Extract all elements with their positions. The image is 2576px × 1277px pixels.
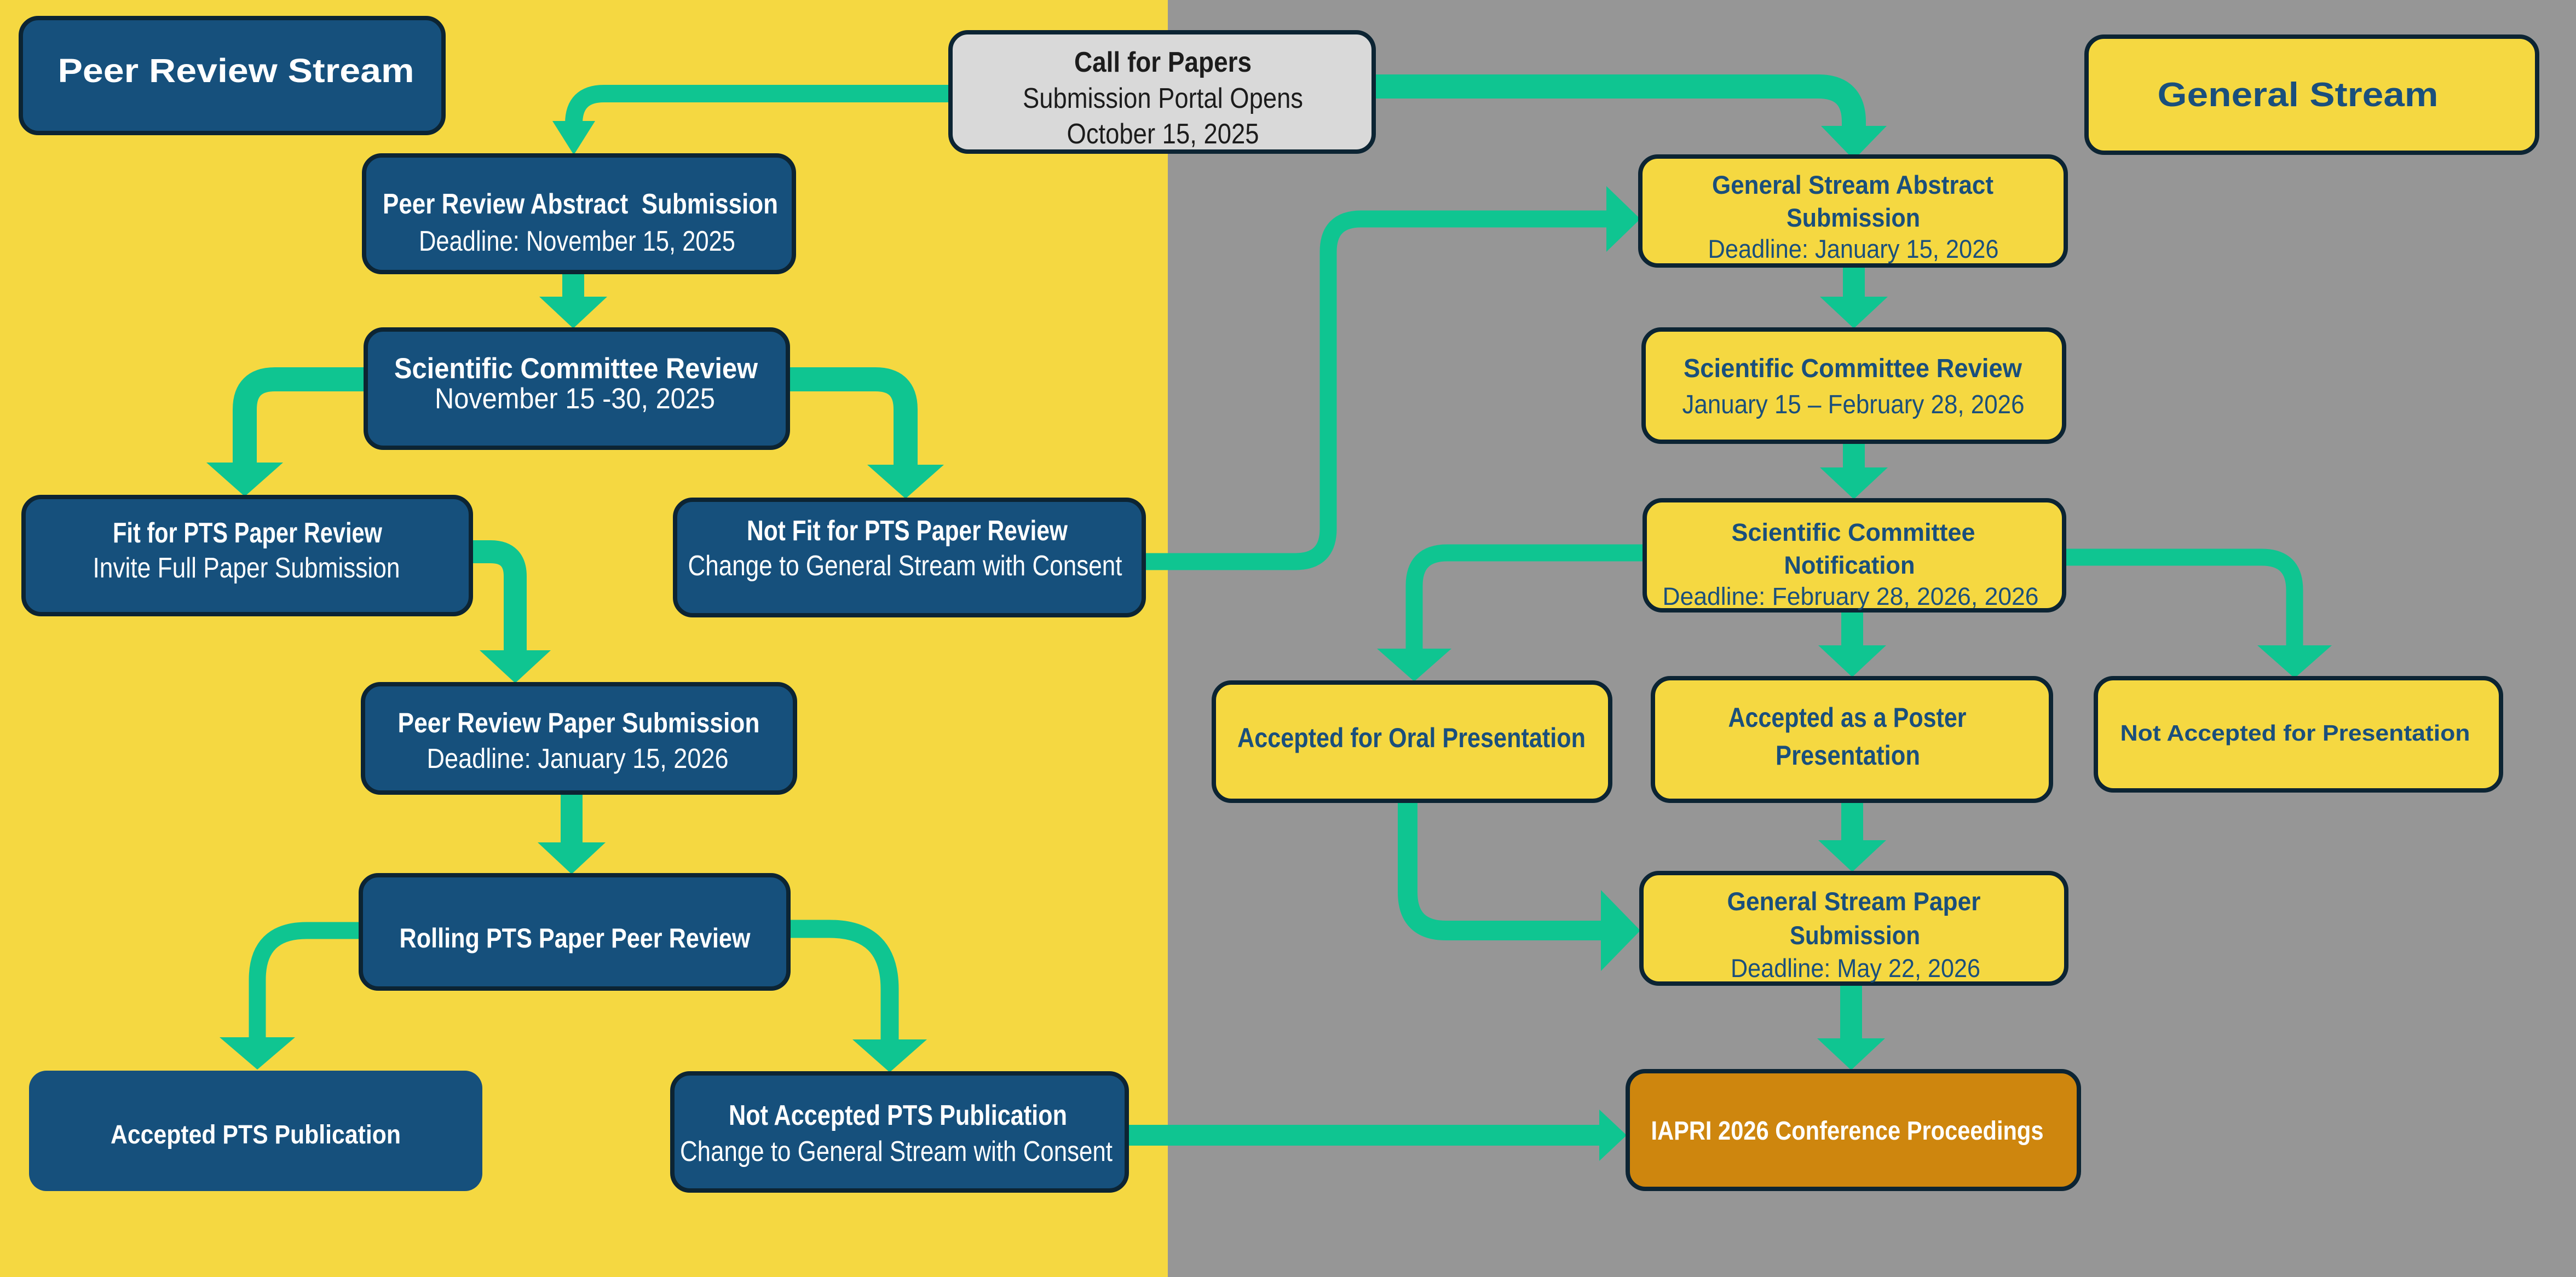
svg-text:Not Accepted for Presentation: Not Accepted for Presentation — [2120, 720, 2470, 746]
svg-text:Accepted PTS Publication: Accepted PTS Publication — [111, 1120, 401, 1149]
svg-text:Not Fit for PTS Paper Review: Not Fit for PTS Paper Review — [747, 515, 1068, 547]
svg-text:Rolling PTS Paper Peer Review: Rolling PTS Paper Peer Review — [400, 923, 751, 954]
svg-text:Notification: Notification — [1784, 551, 1915, 579]
svg-text:Submission: Submission — [1787, 203, 1920, 232]
svg-text:Scientific Committee Review: Scientific Committee Review — [394, 353, 758, 385]
svg-text:Deadline: May 22, 2026: Deadline: May 22, 2026 — [1731, 954, 1980, 983]
svg-text:Submission Portal Opens: Submission Portal Opens — [1023, 83, 1303, 114]
svg-text:General Stream: General Stream — [2158, 76, 2439, 114]
svg-text:Peer Review Abstract Submissi: Peer Review Abstract Submission — [383, 188, 778, 220]
svg-text:October 15, 2025: October 15, 2025 — [1067, 118, 1259, 150]
svg-text:Deadline: January 15, 2026: Deadline: January 15, 2026 — [1708, 234, 1999, 263]
svg-text:Call for Papers: Call for Papers — [1074, 47, 1252, 78]
svg-text:IAPRI 2026 Conference Proceedi: IAPRI 2026 Conference Proceedings — [1651, 1117, 2044, 1146]
svg-text:November 15 -30, 2025: November 15 -30, 2025 — [435, 383, 715, 415]
svg-text:Peer Review Stream: Peer Review Stream — [58, 52, 414, 89]
svg-text:January 15 – February 28, 2026: January 15 – February 28, 2026 — [1682, 390, 2025, 419]
svg-text:General Stream Abstract: General Stream Abstract — [1712, 170, 1993, 199]
svg-text:Scientific Committee Review: Scientific Committee Review — [1684, 354, 2022, 383]
svg-text:Submission: Submission — [1790, 921, 1920, 950]
svg-text:Deadline: January 15, 2026: Deadline: January 15, 2026 — [427, 743, 729, 774]
svg-text:Peer Review Paper Submission: Peer Review Paper Submission — [398, 707, 760, 738]
svg-text:Deadline: November 15, 2025: Deadline: November 15, 2025 — [419, 226, 735, 257]
svg-text:Scientific Committee: Scientific Committee — [1732, 518, 1975, 546]
svg-text:Accepted as a Poster: Accepted as a Poster — [1728, 702, 1967, 733]
svg-text:Fit for PTS Paper Review: Fit for PTS Paper Review — [113, 517, 382, 549]
svg-text:Accepted for Oral Presentation: Accepted for Oral Presentation — [1237, 723, 1586, 753]
svg-text:Not Accepted PTS Publication: Not Accepted PTS Publication — [729, 1100, 1067, 1131]
svg-text:Change to General Stream with: Change to General Stream with Consent — [680, 1136, 1113, 1168]
svg-text:Invite Full Paper Submission: Invite Full Paper Submission — [93, 552, 400, 584]
svg-text:General Stream Paper: General Stream Paper — [1727, 887, 1981, 916]
svg-text:Deadline: February 28, 2026, 2: Deadline: February 28, 2026, 2026 — [1663, 582, 2039, 610]
svg-text:Presentation: Presentation — [1776, 740, 1920, 771]
svg-text:Change to General Stream with: Change to General Stream with Consent — [688, 550, 1122, 582]
